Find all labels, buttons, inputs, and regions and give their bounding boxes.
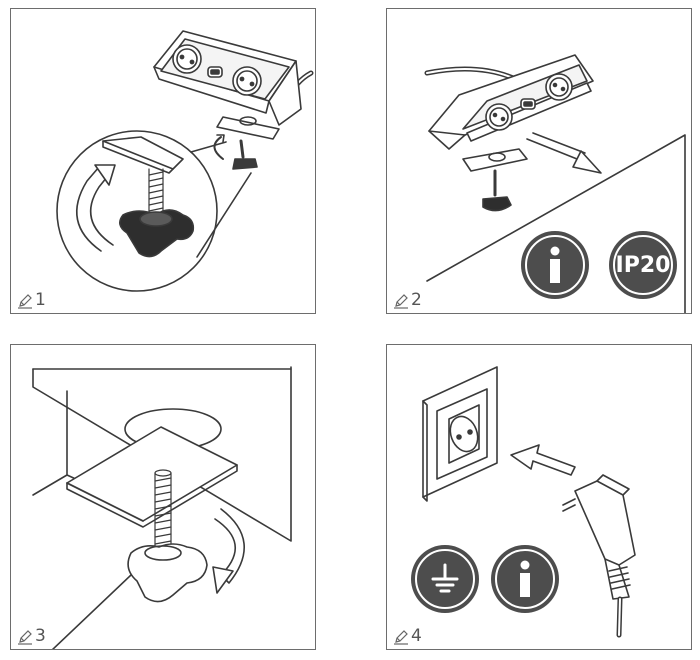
retract-illustration <box>424 54 686 313</box>
step-label: 1 <box>17 292 46 309</box>
plug-in-illustration <box>422 366 636 638</box>
info-icon <box>520 560 530 597</box>
panel-step-1: 1 <box>10 8 316 314</box>
info-badge <box>521 231 589 299</box>
pencil-icon <box>394 293 408 309</box>
step-label: 2 <box>393 292 422 309</box>
ground-icon <box>431 563 459 593</box>
pencil-icon <box>18 293 32 309</box>
panel-step-4: 4 <box>386 344 692 650</box>
panel-step-3: 3 <box>10 344 316 650</box>
step-label: 4 <box>393 628 422 645</box>
step-number: 4 <box>411 626 422 646</box>
tighten-illustration <box>32 366 292 649</box>
info-badge <box>491 545 559 613</box>
clamp-install-illustration <box>56 30 314 292</box>
pencil-icon <box>394 629 408 645</box>
step-number: 3 <box>35 626 46 646</box>
step-label: 3 <box>17 628 46 645</box>
ground-badge <box>411 545 479 613</box>
step-number: 2 <box>411 290 422 310</box>
pencil-icon <box>18 629 32 645</box>
ip-rating-text: IP20 <box>615 252 671 278</box>
ip-rating-badge: IP20 <box>609 231 677 299</box>
step-number: 1 <box>35 290 46 310</box>
panel-step-2: IP20 2 <box>386 8 692 314</box>
info-icon <box>550 246 560 283</box>
